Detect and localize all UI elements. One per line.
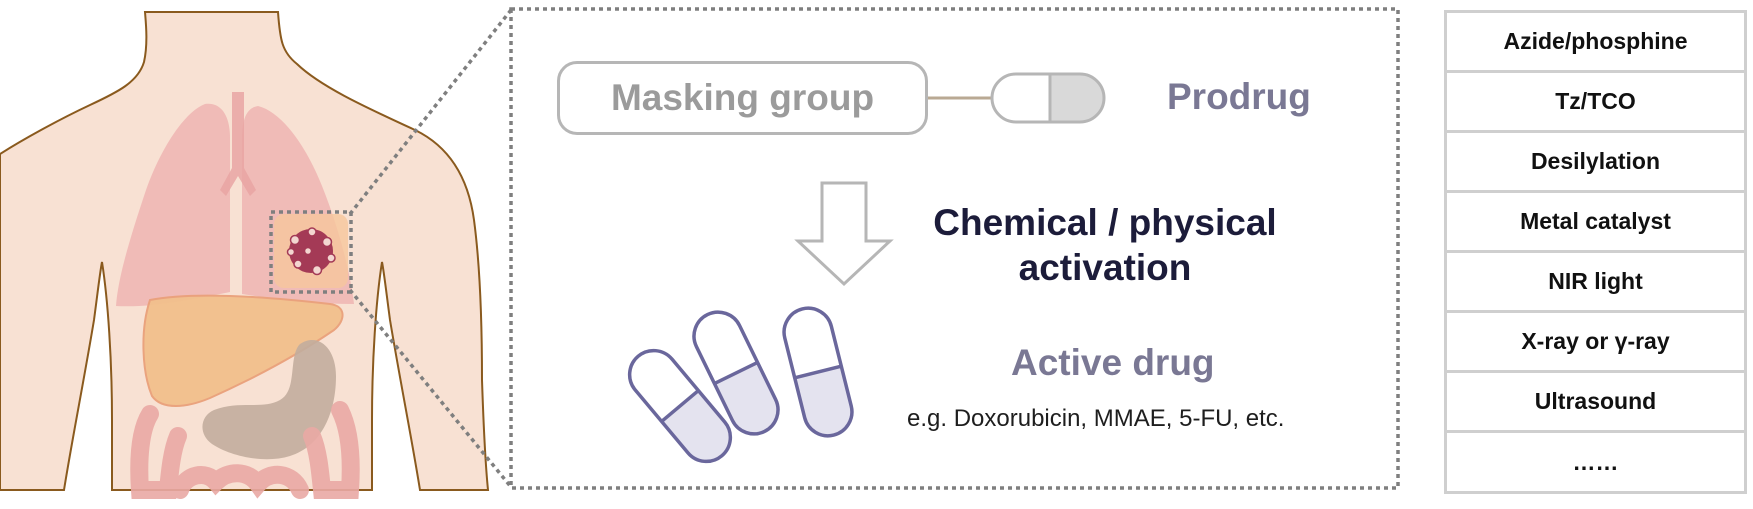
stomach (202, 339, 336, 460)
prodrug-capsule (990, 72, 1106, 124)
masking-group-label: Masking group (610, 77, 875, 118)
tumor-zoom-frame (269, 210, 353, 294)
method-cell: Tz/TCO (1447, 73, 1744, 133)
method-cell: NIR light (1447, 253, 1744, 313)
tumor-nodules (286, 227, 336, 276)
method-cell: Metal catalyst (1447, 193, 1744, 253)
drug-capsule (782, 306, 854, 438)
method-cell: …… (1572, 448, 1619, 475)
method-cell: Desilylation (1447, 133, 1744, 193)
activation-methods-table: Azide/phosphine Tz/TCO Desilylation Meta… (1444, 10, 1747, 494)
active-drug-examples: e.g. Doxorubicin, MMAE, 5-FU, etc. (907, 405, 1285, 432)
activation-panel-frame (509, 7, 1400, 490)
active-drug-label: Active drug (1011, 342, 1215, 383)
drug-capsule (692, 310, 780, 436)
liver (142, 294, 344, 407)
trachea (220, 92, 256, 196)
activation-arrow (794, 181, 894, 287)
left-lung (116, 103, 230, 307)
activation-label: Chemical / physical activation (933, 202, 1277, 288)
method-cell: X-ray or γ-ray (1447, 313, 1744, 373)
method-cell: Ultrasound (1447, 373, 1744, 433)
active-drug-capsules (627, 306, 854, 464)
zoom-line-bottom (348, 288, 513, 489)
human-torso-illustration (0, 11, 490, 499)
zoom-line-top (348, 8, 513, 216)
method-cell: Azide/phosphine (1447, 13, 1744, 73)
prodrug-label: Prodrug (1167, 76, 1311, 117)
intestines (130, 401, 360, 499)
drug-capsule (627, 348, 733, 464)
masking-group-box: Masking group (557, 61, 928, 135)
